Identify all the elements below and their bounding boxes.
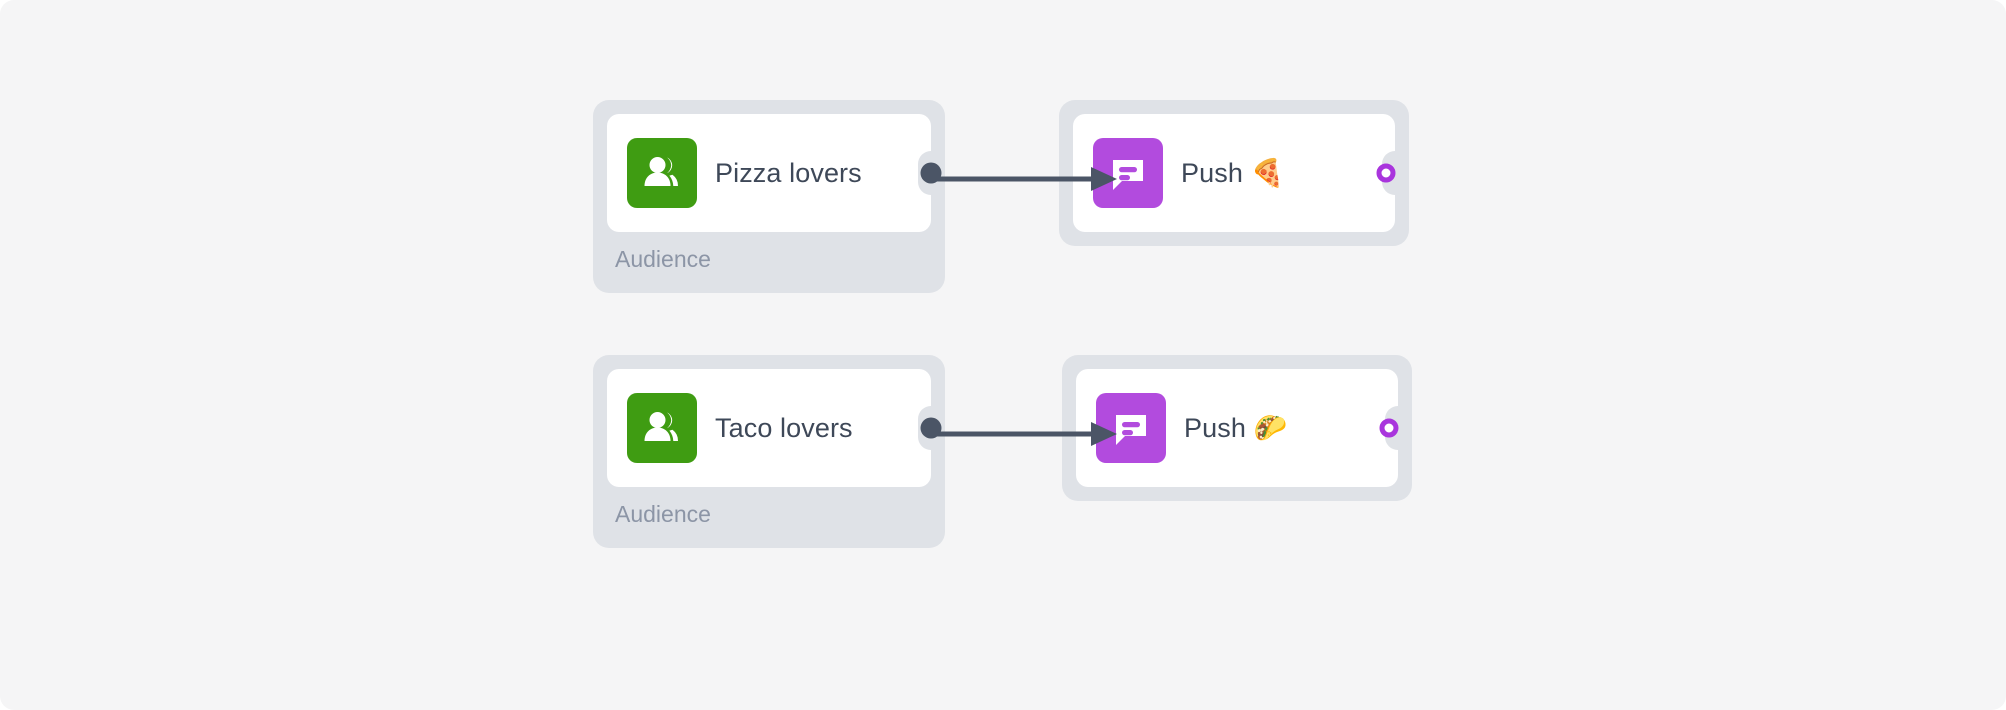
push-node-card[interactable]: Push 🌮 [1076,369,1399,487]
audience-node-label: Pizza lovers [715,157,862,188]
audience-node-label: Taco lovers [715,412,853,443]
output-port-ring[interactable] [1379,418,1399,438]
audience-group-label: Audience [615,246,711,272]
audience-node-group[interactable]: Pizza lovers Audience [593,100,945,293]
push-node-label: Push 🌮 [1184,413,1288,443]
message-bubble-icon [1096,393,1166,463]
source-port-dot[interactable] [920,162,942,184]
push-node-group[interactable]: Push 🌮 [1062,355,1412,501]
push-node-group[interactable]: Push 🍕 [1059,100,1409,246]
message-bubble-icon [1093,138,1163,208]
source-port-dot[interactable] [920,417,942,439]
push-node-label: Push 🍕 [1181,158,1285,188]
audience-group-label: Audience [615,501,711,527]
audience-node-card[interactable]: Taco lovers [607,369,942,487]
people-group-icon [627,138,697,208]
output-port-ring[interactable] [1376,163,1396,183]
people-group-icon [627,393,697,463]
audience-node-card[interactable]: Pizza lovers [607,114,942,232]
push-node-card[interactable]: Push 🍕 [1073,114,1396,232]
audience-node-group[interactable]: Taco lovers Audience [593,355,945,548]
